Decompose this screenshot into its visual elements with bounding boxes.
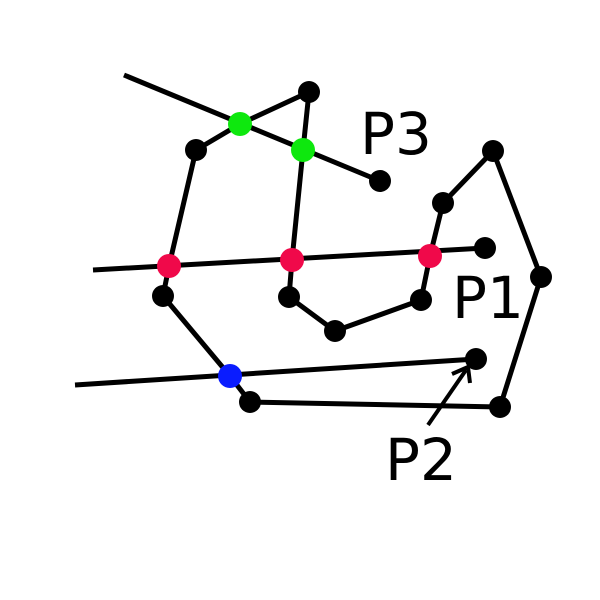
point-p3: [369, 170, 391, 192]
crossing-p3-2: [291, 138, 315, 162]
crossing-p1-2: [280, 248, 304, 272]
crossing-p3-1: [228, 112, 252, 136]
polygon-vertex: [324, 320, 346, 342]
p2-arrow-head: [451, 365, 472, 384]
polygon-vertex: [432, 192, 454, 214]
crossing-p1-3: [418, 244, 442, 268]
point-p2: [465, 348, 487, 370]
polygon-vertex: [298, 81, 320, 103]
polygon-vertex: [152, 285, 174, 307]
ray-p3: [123, 72, 381, 184]
label-p3: P3: [360, 100, 432, 168]
polygon-vertices: [152, 81, 552, 418]
point-p1: [474, 237, 496, 259]
crossing-p2-1: [218, 364, 242, 388]
p2-arrow-shaft: [426, 368, 468, 427]
polygon-vertex: [185, 139, 207, 161]
polygon-vertex: [530, 266, 552, 288]
ray-p2: [74, 356, 477, 388]
polygon-vertex: [278, 286, 300, 308]
label-p2: P2: [385, 426, 457, 494]
polygon-vertex: [489, 396, 511, 418]
crossing-p1-1: [157, 254, 181, 278]
label-p1: P1: [452, 264, 524, 332]
polygon-vertex: [482, 140, 504, 162]
polygon-vertex: [410, 289, 432, 311]
polygon-vertex: [239, 391, 261, 413]
